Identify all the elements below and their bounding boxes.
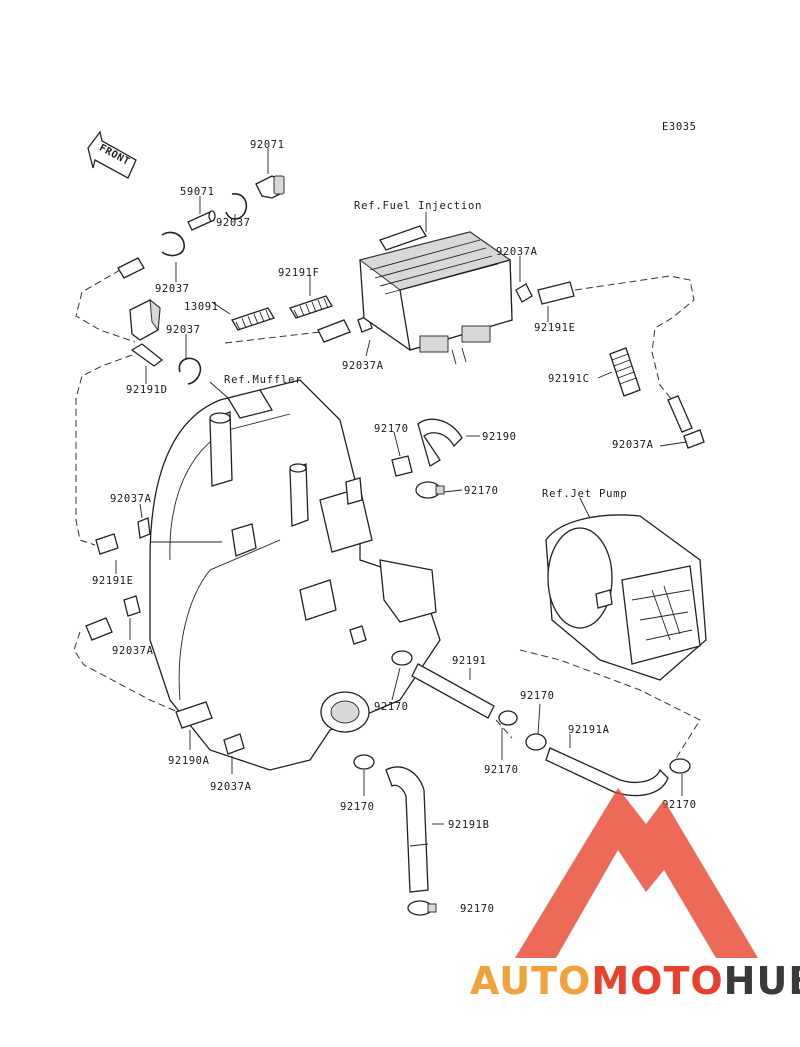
watermark-hub: HUB <box>724 959 800 1003</box>
jet-pump <box>545 514 707 681</box>
part-label: 92037 <box>216 217 251 229</box>
hose-short-upper-left <box>117 257 145 279</box>
grommet-block <box>129 298 161 341</box>
watermark-logo <box>515 788 758 958</box>
part-label: 92191D <box>126 384 168 396</box>
part-label: 92170 <box>374 423 409 435</box>
watermark-auto: AUTO <box>470 959 591 1003</box>
part-label: 13091 <box>184 301 219 313</box>
part-label: 92170 <box>464 485 499 497</box>
fitting-92071 <box>255 175 285 199</box>
part-label: 92191A <box>568 724 610 736</box>
part-label: 92170 <box>484 764 519 776</box>
clamp-ring-92037-lower <box>178 357 202 385</box>
ref-jet-pump: Ref.Jet Pump <box>542 488 627 500</box>
hose-92191A <box>545 747 669 797</box>
hose-short-left-low <box>85 617 113 641</box>
diagram-code: E3035 <box>662 121 697 133</box>
clamp-92037A-left-low <box>123 595 141 617</box>
clamp-ring-92037-upper <box>225 193 248 220</box>
watermark-moto: MOTO <box>591 959 723 1003</box>
part-label: 92170 <box>374 701 409 713</box>
fuel-injection-unit <box>358 225 513 365</box>
clamp-92170-upper-right <box>415 481 445 499</box>
part-label: 92191E <box>92 575 134 587</box>
hose-right-92037A <box>667 395 693 433</box>
clamp-92037A-left-mid <box>137 517 151 539</box>
hose-92190 <box>417 418 463 467</box>
part-label: 92037A <box>112 645 154 657</box>
part-label: 92190A <box>168 755 210 767</box>
part-label: 92037A <box>612 439 654 451</box>
part-label: 92170 <box>662 799 697 811</box>
part-label: 92190 <box>482 431 517 443</box>
spring-92191F <box>289 295 333 319</box>
part-label: 92191C <box>548 373 590 385</box>
part-label: 92037A <box>342 360 384 372</box>
clamp-92170-right-mid-a <box>498 710 518 726</box>
part-label: 92170 <box>520 690 555 702</box>
hose-92190A <box>175 701 213 729</box>
part-label: 59071 <box>180 186 215 198</box>
clamp-92170-mid <box>391 650 413 666</box>
leader-lines <box>115 148 687 825</box>
clamp-92170-far-right <box>669 758 691 774</box>
part-label: 92037A <box>210 781 252 793</box>
front-arrow-icon: FRONT <box>87 130 137 179</box>
part-label: 92037A <box>110 493 152 505</box>
muffler-assembly <box>149 379 441 771</box>
pipe-59071 <box>187 210 216 231</box>
part-label: 92191F <box>278 267 320 279</box>
clamp-92037A-bottom <box>223 733 245 755</box>
hose-92191E-lower <box>95 533 119 555</box>
part-label: 92170 <box>340 801 375 813</box>
clamp-92170-right-mid-b <box>525 733 547 751</box>
hose-92191 <box>411 663 495 719</box>
part-label: 92037 <box>155 283 190 295</box>
spring-92191C <box>609 347 641 397</box>
part-label: 92191E <box>534 322 576 334</box>
ref-fuel-injection: Ref.Fuel Injection <box>354 200 482 212</box>
part-label: 92191B <box>448 819 490 831</box>
hose-short-center <box>317 319 351 343</box>
clamp-92170-bottom <box>407 900 437 916</box>
part-label: 92037 <box>166 324 201 336</box>
part-label: 92071 <box>250 139 285 151</box>
ref-muffler: Ref.Muffler <box>224 374 302 386</box>
part-label: 92170 <box>460 903 495 915</box>
part-label: 92037A <box>496 246 538 258</box>
clamp-92170-lower-center <box>353 754 375 770</box>
clamp-ring-92037-middle <box>161 231 185 257</box>
clamp-92170-upper <box>391 455 413 477</box>
spring-13091 <box>231 307 275 331</box>
hose-92191D <box>130 343 164 367</box>
part-label: 92191 <box>452 655 487 667</box>
clamp-92037A-right <box>683 429 705 449</box>
watermark-text: AUTOMOTOHUB <box>470 959 800 1003</box>
clamp-92037A-ecu <box>515 283 533 303</box>
hose-92191E-upper <box>537 281 575 305</box>
hose-92191B <box>385 766 429 893</box>
